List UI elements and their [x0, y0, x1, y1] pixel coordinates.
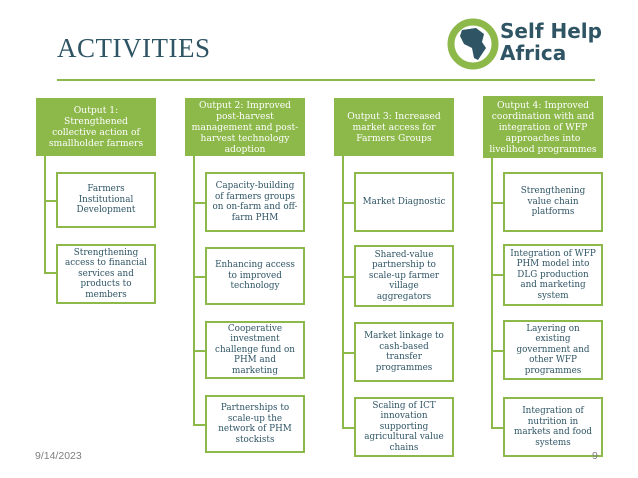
output-1-header: Output 1: Strengthened collective action… — [36, 98, 156, 156]
output-4-activity-4: Integration of nutrition in markets and … — [503, 397, 603, 457]
output-2-activity-3: Cooperative investment challenge fund on… — [205, 321, 305, 379]
connector — [491, 158, 493, 428]
output-3-header: Output 3: Increased market access for Fa… — [334, 98, 454, 156]
connector — [193, 202, 205, 204]
connector — [193, 350, 205, 352]
connector — [342, 352, 354, 354]
output-2-activity-4: Partnerships to scale-up the network of … — [205, 395, 305, 453]
connector — [342, 202, 354, 204]
title-underline — [57, 79, 595, 81]
output-2-header: Output 2: Improved post-harvest manageme… — [185, 98, 305, 156]
output-4-activity-3: Layering on existing government and othe… — [503, 320, 603, 380]
connector — [491, 274, 503, 276]
slide-date: 9/14/2023 — [35, 450, 82, 462]
connector — [193, 424, 205, 426]
output-2-activity-2: Enhancing access to improved technology — [205, 247, 305, 305]
output-3-activity-1: Market Diagnostic — [354, 172, 454, 232]
output-4-activity-2: Integration of WFP PHM model into DLG pr… — [503, 244, 603, 306]
connector — [491, 202, 503, 204]
output-2-activity-1: Capacity-building of farmers groups on o… — [205, 172, 305, 232]
connector — [193, 276, 205, 278]
connector — [44, 200, 56, 202]
output-4-activity-1: Strengthening value chain platforms — [503, 172, 603, 232]
connector — [342, 427, 354, 429]
output-1-activity-2: Strengthening access to financial servic… — [56, 244, 156, 304]
output-3-activity-3: Market linkage to cash-based transfer pr… — [354, 322, 454, 382]
connector — [342, 276, 354, 278]
logo-text-line1: Self Help — [500, 19, 602, 43]
slide-title: ACTIVITIES — [57, 33, 211, 63]
logo-text-line2: Africa — [500, 41, 567, 65]
output-3-activity-2: Shared-value partnership to scale-up far… — [354, 245, 454, 307]
africa-globe-icon — [447, 18, 499, 70]
connector — [491, 427, 503, 429]
output-3-activity-4: Scaling of ICT innovation supporting agr… — [354, 397, 454, 457]
connector — [342, 156, 344, 428]
connector — [44, 156, 46, 273]
slide-page-number: 9 — [592, 450, 598, 462]
connector — [44, 272, 56, 274]
connector — [193, 156, 195, 425]
connector — [491, 350, 503, 352]
output-4-header: Output 4: Improved coordination with and… — [483, 96, 603, 158]
output-1-activity-1: Farmers Institutional Development — [56, 172, 156, 228]
